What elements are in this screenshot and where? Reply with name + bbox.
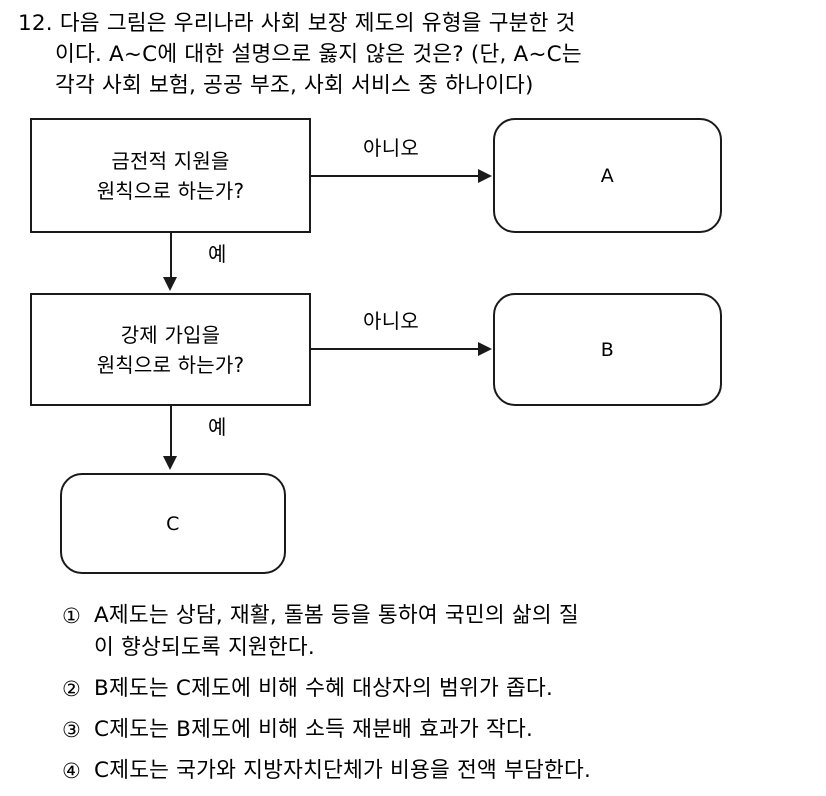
flow-node-question-2: 강제 가입을 원칙으로 하는가? <box>30 293 311 406</box>
answer-option-2[interactable]: ② B제도는 C제도에 비해 수혜 대상자의 범위가 좁다. <box>62 673 822 705</box>
edge-label-no-1: 아니오 <box>363 136 420 160</box>
answer-option-1[interactable]: ① A제도는 상담, 재활, 돌봄 등을 통하여 국민의 삶의 질 이 향상되도… <box>62 600 822 664</box>
answer-option-3-text: C제도는 B제도에 비해 소득 재분배 효과가 작다. <box>94 717 534 742</box>
flow-node-question-1: 금전적 지원을 원칙으로 하는가? <box>30 118 311 233</box>
flow-node-a-label: A <box>600 164 615 187</box>
answer-option-2-marker: ② <box>62 677 81 701</box>
flow-node-question-2-text: 강제 가입을 원칙으로 하는가? <box>96 322 245 377</box>
edge-q2-to-c-line <box>170 406 172 458</box>
answer-option-4[interactable]: ④ C제도는 국가와 지방자치단체가 비용을 전액 부담한다. <box>62 755 822 787</box>
flowchart-diagram: 금전적 지원을 원칙으로 하는가? 강제 가입을 원칙으로 하는가? A B C… <box>0 105 826 585</box>
edge-label-yes-2: 예 <box>208 415 227 439</box>
answer-option-3[interactable]: ③ C제도는 B제도에 비해 소득 재분배 효과가 작다. <box>62 714 822 746</box>
answer-option-2-text: B제도는 C제도에 비해 수혜 대상자의 범위가 좁다. <box>94 676 554 701</box>
flow-node-b-label: B <box>600 338 615 361</box>
answer-option-1-marker: ① <box>62 604 81 628</box>
edge-q2-to-b-line <box>311 348 481 350</box>
arrow-down-icon <box>163 277 177 291</box>
flow-node-question-1-text: 금전적 지원을 원칙으로 하는가? <box>96 148 245 203</box>
edge-label-no-2: 아니오 <box>363 309 420 333</box>
arrow-right-icon <box>478 342 492 356</box>
edge-label-yes-1: 예 <box>208 242 227 266</box>
arrow-down-icon <box>163 456 177 470</box>
answer-option-4-marker: ④ <box>62 759 81 783</box>
question-stem-line-2: 이다. A~C에 대한 설명으로 옳지 않은 것은? (단, A~C는 <box>55 42 582 67</box>
question-stem: 12. 다음 그림은 우리나라 사회 보장 제도의 유형을 구분한 것 이다. … <box>18 8 808 101</box>
edge-q1-to-a-line <box>311 175 481 177</box>
flow-node-c-label: C <box>166 512 180 535</box>
answer-options-list: ① A제도는 상담, 재활, 돌봄 등을 통하여 국민의 삶의 질 이 향상되도… <box>62 600 822 796</box>
answer-option-4-text: C제도는 국가와 지방자치단체가 비용을 전액 부담한다. <box>94 758 591 783</box>
flow-node-b: B <box>493 293 722 406</box>
answer-option-1-text: A제도는 상담, 재활, 돌봄 등을 통하여 국민의 삶의 질 이 향상되도록 … <box>94 603 579 660</box>
edge-q1-to-q2-line <box>170 233 172 279</box>
arrow-right-icon <box>478 169 492 183</box>
flow-node-a: A <box>493 118 722 233</box>
question-stem-line-1: 12. 다음 그림은 우리나라 사회 보장 제도의 유형을 구분한 것 <box>18 11 576 36</box>
flow-node-c: C <box>60 473 286 574</box>
answer-option-3-marker: ③ <box>62 718 81 742</box>
question-stem-line-3: 각각 사회 보험, 공공 부조, 사회 서비스 중 하나이다) <box>55 73 534 98</box>
